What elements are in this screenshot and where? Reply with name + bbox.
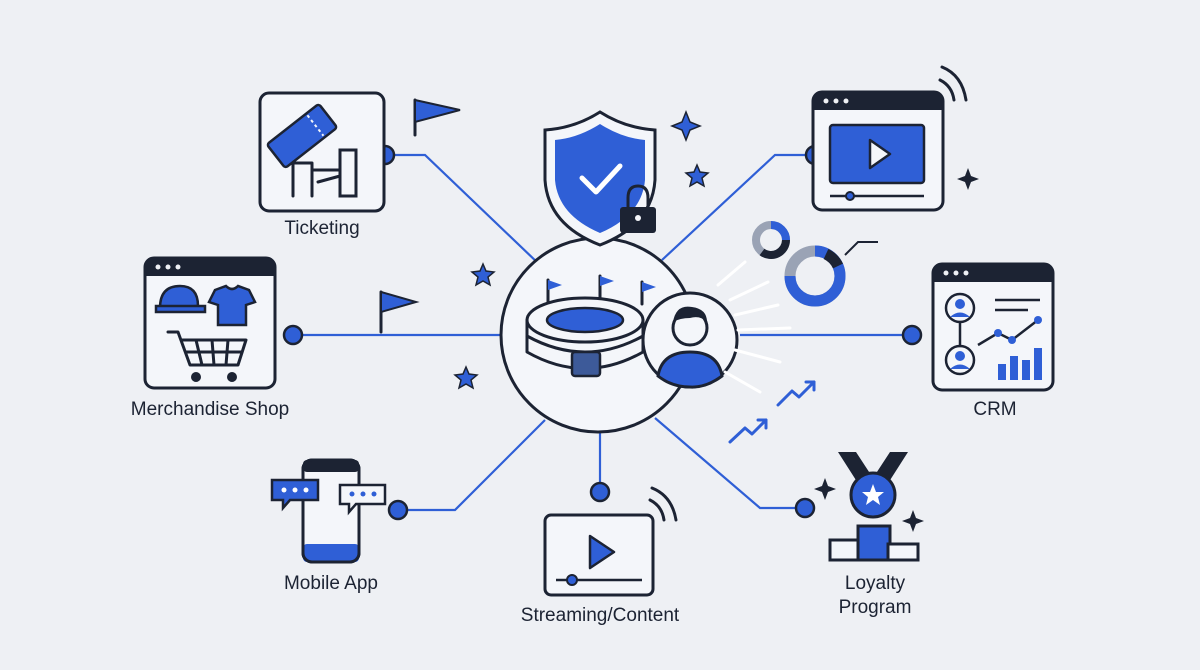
link-loyalty [654,417,805,510]
loyalty-medal-icon [814,452,924,562]
label-streaming: Streaming/Content [520,605,680,626]
star-icon [453,109,710,390]
central-hub [499,236,739,434]
play-icon [868,138,892,170]
glow-rays [716,260,792,394]
label-ticketing: Ticketing [284,218,360,239]
sparkle-icon [902,510,924,532]
video-window-icon [811,65,979,212]
connector-loyalty [794,497,816,519]
shirt-icon [207,284,257,327]
shopping-cart-icon [166,330,248,382]
crm-dashboard-icon [931,262,1055,392]
stadium-icon [525,274,656,378]
trend-arrow-icon [728,380,816,444]
sparkle-icon [814,478,836,500]
flag-icon [379,290,420,334]
flag-icon [413,98,461,137]
link-video [661,153,815,261]
link-mobile [398,419,546,512]
signal-waves-icon [938,65,968,102]
sparkle-icon [957,168,979,190]
signal-waves-icon [648,486,678,522]
mobile-app-icon [270,458,387,564]
connector-crm [901,324,923,346]
label-crm: CRM [973,399,1017,420]
merchandise-icon [143,256,277,390]
ticket-icon [266,103,338,169]
chat-bubble-icon [270,478,320,512]
user-avatar-icon [641,291,739,389]
streaming-icon [543,486,678,597]
ticketing-icon [258,91,386,213]
lock-icon [620,184,656,233]
connector-streaming [589,481,611,503]
label-loyalty: Loyalty Program [838,573,912,618]
play-icon [588,534,616,570]
label-merchandise: Merchandise Shop [130,399,290,420]
cap-icon [154,284,207,314]
donut-chart-icon [752,221,878,307]
link-ticketing [385,153,541,266]
label-mobile-app: Mobile App [283,573,378,594]
chat-bubble-icon [338,483,387,516]
connector-mobile [387,499,409,521]
connector-merchandise [282,324,304,346]
